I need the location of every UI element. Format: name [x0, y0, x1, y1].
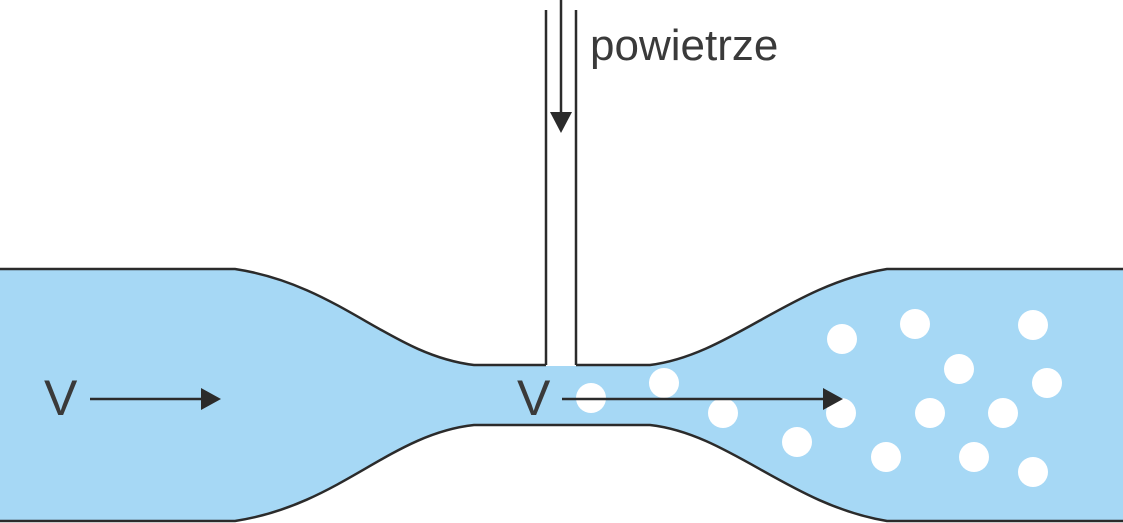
throat-velocity-label: V — [517, 370, 551, 426]
bubble — [871, 442, 901, 472]
pipe-top-wall — [0, 267, 546, 367]
bubble — [944, 354, 974, 384]
bubble — [826, 398, 856, 428]
bubble — [959, 442, 989, 472]
bubble — [915, 398, 945, 428]
pipe-bottom-wall — [0, 423, 1123, 523]
bubble — [827, 324, 857, 354]
air-label: powietrze — [590, 21, 778, 70]
bubble — [782, 427, 812, 457]
throat-flow-arrow-head — [823, 388, 843, 410]
bubble — [1032, 368, 1062, 398]
inlet-flow-arrow-head — [201, 388, 221, 410]
pipe-top-wall-right — [576, 267, 1123, 367]
bubble — [988, 398, 1018, 428]
bubble — [649, 368, 679, 398]
bubble — [1018, 457, 1048, 487]
bubble — [708, 398, 738, 428]
bubble — [1018, 310, 1048, 340]
bubble — [900, 309, 930, 339]
air-flow-arrow-head — [550, 112, 572, 133]
inlet-velocity-label: V — [44, 370, 78, 426]
